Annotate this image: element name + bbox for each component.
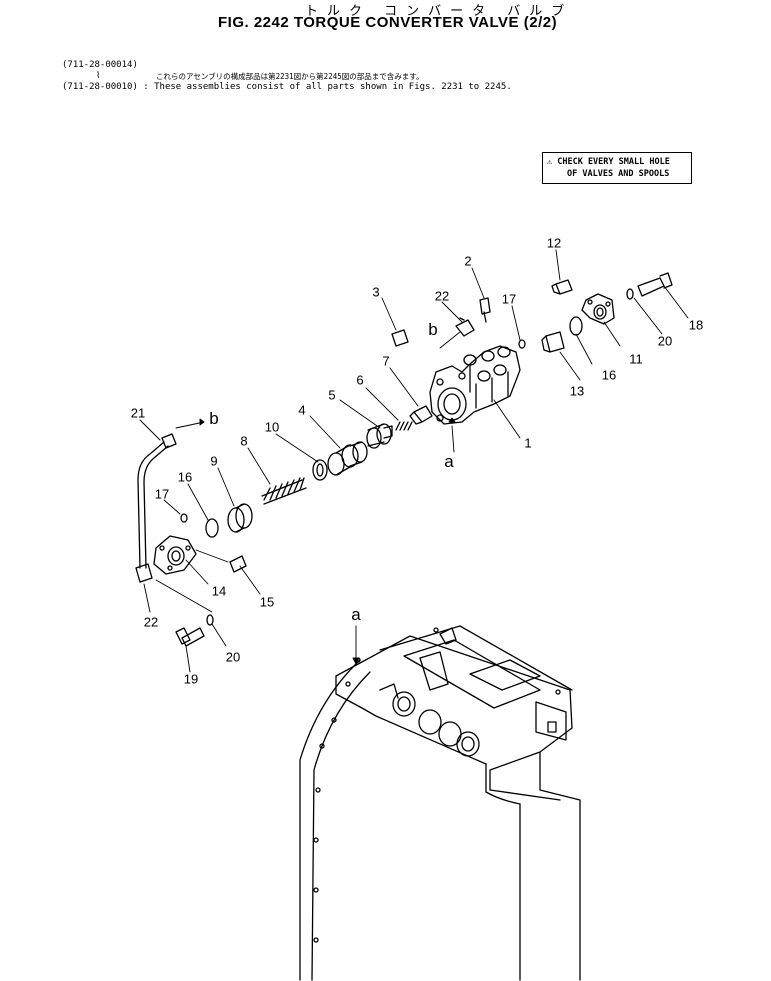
washer-part-20-top	[626, 288, 634, 300]
callout-20-bottom: 20	[225, 649, 241, 665]
cover-part-11	[581, 293, 615, 325]
callout-22-bottom: 22	[143, 614, 159, 630]
ring-part-17-left	[180, 513, 188, 523]
ring-part-10	[312, 459, 328, 481]
callout-4: 4	[298, 402, 306, 418]
cover-part-14	[153, 535, 197, 575]
warning-line-1: ⚠ CHECK EVERY SMALL HOLE	[547, 157, 670, 167]
ring-part-17-top	[518, 339, 526, 349]
callout-6: 6	[356, 372, 364, 388]
callout-13: 13	[569, 383, 585, 399]
reference-a-valve: a	[444, 452, 454, 471]
callout-16-top: 16	[601, 367, 617, 383]
plug-part-12	[551, 279, 573, 295]
callout-21: 21	[130, 405, 146, 421]
reference-a-assembly: a	[351, 605, 361, 624]
callout-19: 19	[183, 671, 199, 687]
callout-22-top: 22	[434, 288, 450, 304]
serial-range-mark: ⌇	[96, 71, 101, 81]
reference-b-pipe: b	[209, 409, 219, 428]
o-ring-part-16-top	[569, 316, 583, 336]
title-japanese: トルク コンバータ バルブ	[305, 4, 574, 19]
callout-10: 10	[264, 419, 280, 435]
callout-7: 7	[382, 353, 390, 369]
callout-8: 8	[240, 433, 248, 449]
warning-line-2: OF VALVES AND SPOOLS	[567, 169, 670, 179]
callout-15: 15	[259, 594, 275, 610]
figure-title: FIG. 2242 TORQUE CONVERTER VALVE (2/2)	[218, 14, 558, 31]
spring-part-8	[261, 477, 307, 505]
check-holes-warning: ⚠ CHECK EVERY SMALL HOLE OF VALVES AND S…	[542, 152, 692, 184]
callout-1: 1	[524, 435, 532, 451]
plug-part-13	[541, 331, 565, 353]
callout-12: 12	[546, 235, 562, 251]
callout-9: 9	[210, 453, 218, 469]
callout-18: 18	[688, 317, 704, 333]
callout-17-left: 17	[154, 486, 170, 502]
callout-3: 3	[372, 284, 380, 300]
transmission-assembly-view	[299, 625, 581, 981]
elbow-part-22-bottom	[135, 563, 153, 583]
spool-part-5	[366, 423, 393, 449]
spring-part-6	[395, 421, 413, 431]
spool-part-4	[327, 441, 368, 476]
callout-11: 11	[629, 351, 643, 367]
callout-14: 14	[211, 583, 227, 599]
callout-2: 2	[464, 253, 472, 269]
plug-part-7	[409, 405, 433, 425]
callout-17-top: 17	[501, 291, 517, 307]
washer-part-20-bottom	[206, 614, 214, 626]
serial-number-a: (711-28-00014)	[62, 60, 138, 70]
plug-part-3	[391, 329, 409, 347]
callout-16-left: 16	[177, 469, 193, 485]
o-ring-part-16-left	[205, 518, 219, 538]
assembly-note: (711-28-00010) : These assemblies consis…	[62, 82, 512, 92]
callout-20-top: 20	[657, 333, 673, 349]
bolt-part-19	[175, 627, 205, 647]
valve-body-part-1	[429, 345, 521, 425]
bolt-part-18	[637, 272, 673, 297]
plug-part-2	[479, 297, 491, 323]
reference-b-valve: b	[428, 320, 438, 339]
spring-seat-part-9	[227, 503, 253, 533]
callout-5: 5	[328, 387, 336, 403]
elbow-part-22-top	[455, 317, 475, 337]
pipe-part-21	[137, 441, 169, 569]
plug-part-15	[229, 555, 247, 573]
japanese-assembly-note: これらのアセンブリの構成部品は第2231図から第2245図の部品まで含みます。	[156, 72, 424, 81]
